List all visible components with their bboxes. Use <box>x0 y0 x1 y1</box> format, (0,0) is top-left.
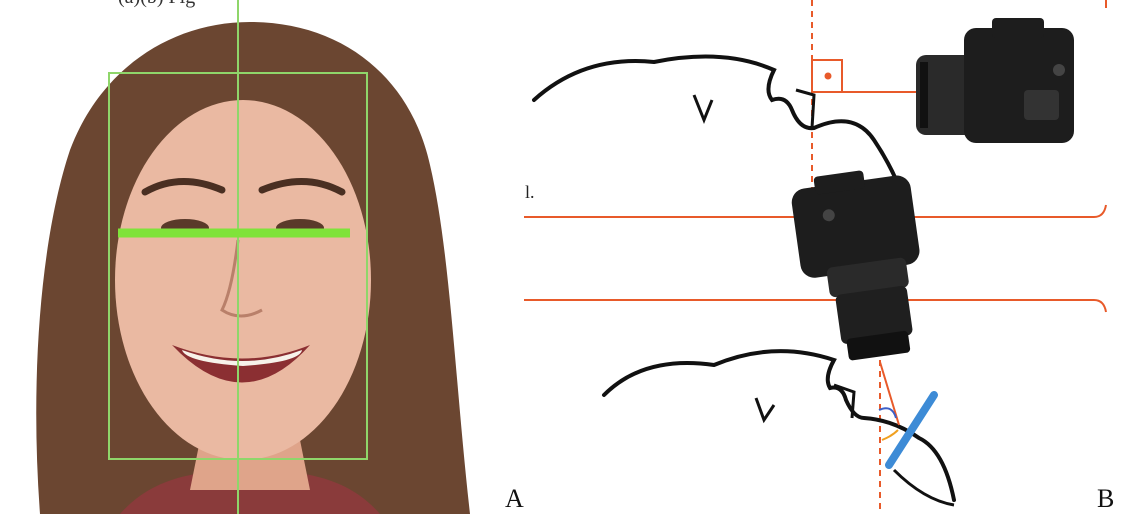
clipped-caption-text: (a)(b) Fig <box>118 0 195 9</box>
frontal-face-illustration <box>0 0 506 514</box>
profile-camera-diagram <box>524 0 1123 514</box>
panel-a-frontal-photo <box>0 0 506 514</box>
panel-b-profile-diagram <box>524 0 1123 514</box>
panel-label-b: B <box>1097 486 1114 512</box>
panel-label-a: A <box>505 486 524 512</box>
face-shape <box>115 100 371 460</box>
clipped-text-fragment: l. <box>525 182 535 203</box>
